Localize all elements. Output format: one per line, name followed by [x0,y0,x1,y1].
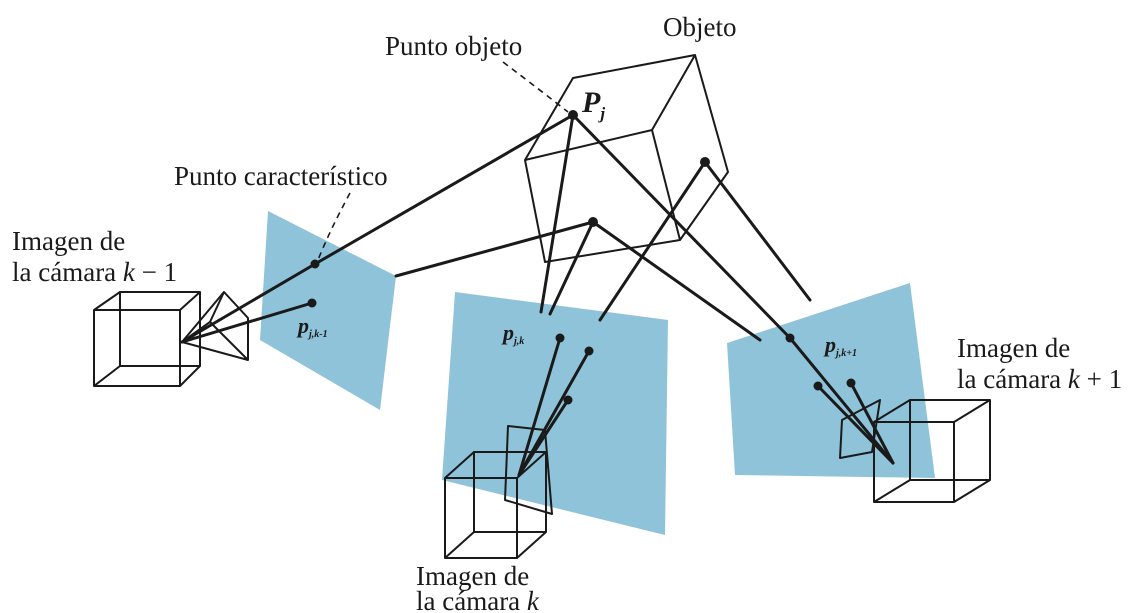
camera-k-plus-1 [839,399,991,503]
feature-point-3-k-plus-1 [846,378,856,388]
image-plane-camera-k-minus-1 [260,211,396,410]
object-point-3 [700,157,710,167]
feature-point-2-k-plus-1 [813,381,823,391]
label-feature-point: Punto característico [174,161,388,191]
label-camera-k-line2: la cámara k [416,586,540,613]
label-camera-k-plus-1-line2: la cámara k + 1 [957,364,1122,394]
feature-point-2-k [584,346,594,356]
feature-point-k [555,333,565,343]
feature-point-k-minus-1 [310,259,320,269]
object-point-Pj [568,110,578,120]
label-object: Objeto [663,12,737,42]
camera-k [444,425,553,559]
label-p-j-k: pj,k [501,320,524,347]
camera-k-minus-1 [93,291,249,387]
label-camera-k-minus-1-line1: Imagen de [12,226,125,256]
label-p-j-k-plus-1: pj,k+1 [823,332,857,359]
label-camera-k-minus-1-line2: la cámara k − 1 [12,257,177,287]
object-point-2 [588,217,598,227]
label-p-j-k-minus-1: pj,k-1 [296,313,328,340]
leader-feature-point [317,192,351,261]
points [307,110,856,405]
label-camera-k-plus-1-line1: Imagen de [957,333,1070,363]
feature-point-2-k-minus-1 [307,298,317,308]
label-Pj: Pj [581,86,605,123]
feature-point-k-plus-1 [785,333,795,343]
label-camera-k-line1: Imagen de [416,561,529,591]
projection-rays [180,113,895,477]
leader-object-point [502,61,569,113]
image-plane-camera-k-plus-1 [727,283,935,478]
label-object-point: Punto objeto [385,31,522,61]
feature-point-3-k [563,395,573,405]
